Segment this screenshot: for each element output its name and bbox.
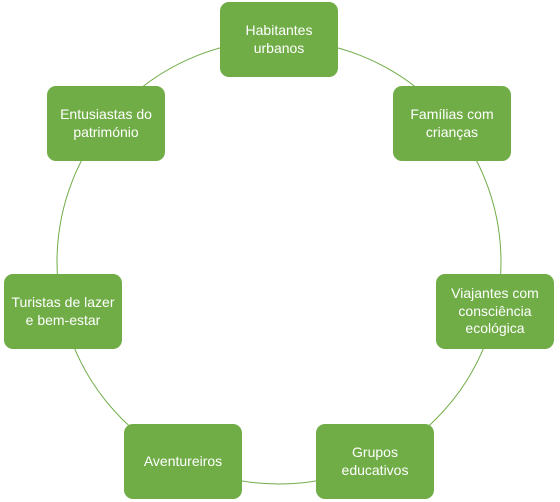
node-label: Aventureiros: [143, 452, 223, 469]
node-familias-com-criancas: Famílias com crianças: [393, 86, 511, 161]
node-label: Viajantes com consciência ecológica: [451, 285, 539, 337]
node-label: Grupos educativos: [341, 444, 409, 478]
node-aventureiros: Aventureiros: [124, 424, 242, 499]
node-turistas-lazer-bem-estar: Turistas de lazer e bem-estar: [4, 274, 122, 349]
node-label: Turistas de lazer e bem-estar: [11, 294, 115, 328]
node-label: Entusiastas do património: [60, 106, 152, 140]
node-entusiastas-patrimonio: Entusiastas do património: [47, 86, 165, 161]
node-habitantes-urbanos: Habitantes urbanos: [220, 2, 338, 77]
node-label: Famílias com crianças: [410, 106, 494, 140]
node-grupos-educativos: Grupos educativos: [316, 424, 434, 499]
node-label: Habitantes urbanos: [245, 22, 313, 56]
node-viajantes-consciencia-ecologica: Viajantes com consciência ecológica: [436, 274, 554, 349]
